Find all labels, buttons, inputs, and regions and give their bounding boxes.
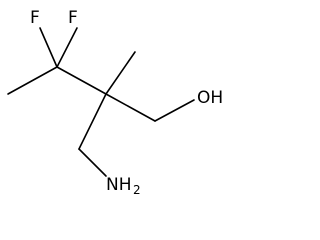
bond-cf2-f-left <box>39 27 58 68</box>
bond-methyl-cf2 <box>7 66 58 95</box>
atom-label-amine: NH <box>106 175 132 195</box>
bond-cf2-quaternary <box>56 66 107 95</box>
atom-label-amine-subscript: 2 <box>133 183 141 197</box>
bond-quaternary-ch2nh2 <box>78 93 107 150</box>
bond-cf2-f-right <box>56 27 78 68</box>
atom-label-fluorine-right: F <box>68 8 78 28</box>
atom-label-hydroxyl: OH <box>197 88 223 108</box>
bond-quaternary-ch2oh <box>105 93 156 122</box>
molecule-structure: F F OH NH 2 <box>7 8 223 197</box>
bond-ch2-oh <box>154 99 195 122</box>
bond-ch2-nh2 <box>78 148 107 177</box>
bond-quaternary-methyl <box>105 51 136 95</box>
atom-label-fluorine-left: F <box>30 8 40 28</box>
